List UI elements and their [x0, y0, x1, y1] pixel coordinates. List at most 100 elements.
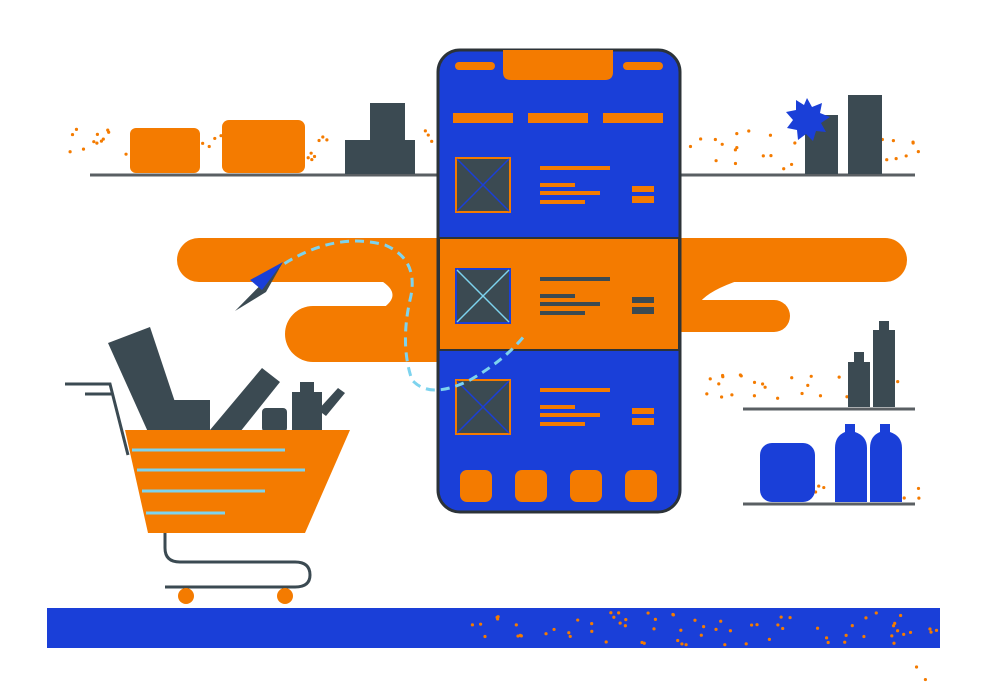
dot	[514, 623, 518, 627]
shopping-cart-icon	[65, 327, 350, 604]
dot	[890, 634, 894, 638]
dot	[612, 615, 616, 619]
dot	[817, 484, 821, 488]
dot	[843, 640, 847, 644]
dot	[705, 392, 709, 396]
cart-wheel	[277, 588, 293, 604]
dot	[776, 396, 780, 400]
dot	[885, 158, 889, 162]
dot	[693, 618, 697, 622]
price-tag	[632, 418, 654, 425]
price-tag	[632, 186, 654, 192]
cart-wheel	[178, 588, 194, 604]
dot	[790, 376, 794, 380]
dot	[776, 623, 780, 627]
dot	[717, 382, 721, 386]
dot	[201, 141, 205, 145]
dot	[325, 138, 329, 142]
dot	[618, 621, 622, 625]
orange-band	[177, 238, 907, 362]
product-row	[455, 379, 654, 435]
dot	[496, 615, 500, 619]
status-pill	[455, 62, 495, 70]
dot	[99, 139, 104, 143]
box-icon	[130, 120, 305, 173]
dot	[426, 133, 430, 137]
starburst-icon	[786, 98, 830, 141]
dot	[761, 382, 765, 386]
dot	[763, 385, 767, 389]
paper-plane-icon	[235, 262, 283, 311]
dot	[789, 162, 794, 167]
dot	[423, 129, 427, 133]
dot	[92, 140, 96, 144]
dot	[744, 642, 748, 646]
dot	[908, 630, 913, 635]
dot	[916, 149, 920, 154]
text-line	[540, 191, 600, 195]
dot	[604, 640, 608, 644]
dot	[892, 641, 896, 645]
dot	[470, 623, 475, 627]
dot	[552, 627, 556, 632]
status-pill	[623, 62, 663, 70]
placeholder-cross	[456, 380, 510, 434]
dot	[207, 144, 211, 149]
bottom-button	[625, 470, 657, 502]
text-line	[540, 311, 585, 315]
dot	[74, 127, 79, 131]
dot	[767, 637, 772, 641]
dot	[837, 375, 841, 379]
dot	[321, 135, 325, 139]
box-icon	[345, 103, 415, 174]
placeholder-cross	[456, 269, 510, 323]
dot	[688, 144, 693, 149]
dot	[699, 633, 703, 637]
text-line	[540, 166, 610, 170]
dot	[844, 633, 848, 637]
dot	[735, 145, 739, 150]
dot	[747, 129, 751, 133]
dot	[864, 616, 868, 620]
dot	[95, 141, 99, 145]
text-line	[540, 183, 575, 187]
decorative-dots	[68, 127, 921, 500]
dot	[671, 613, 676, 617]
dot	[213, 136, 217, 141]
dot	[822, 485, 826, 490]
text-line	[540, 388, 610, 392]
dot	[723, 643, 727, 647]
dot	[609, 611, 613, 615]
dot	[679, 628, 683, 632]
dot	[430, 139, 434, 143]
dot	[81, 147, 86, 151]
dot	[714, 627, 718, 631]
dot	[310, 157, 314, 162]
dot	[806, 383, 810, 387]
bottle-icon	[848, 321, 895, 407]
decorative-dots	[470, 611, 939, 682]
text-line	[540, 294, 575, 298]
dot	[902, 632, 906, 636]
dot	[713, 137, 717, 142]
dot	[312, 154, 317, 159]
dot	[809, 374, 813, 378]
dot	[219, 134, 223, 138]
dot	[755, 623, 759, 627]
text-line	[540, 413, 600, 417]
jar-icon	[760, 443, 815, 502]
floor-bar	[47, 608, 940, 648]
dot	[719, 619, 723, 623]
bottom-button	[570, 470, 602, 502]
dot	[818, 394, 823, 398]
dot	[676, 638, 680, 643]
dot	[309, 151, 313, 155]
text-line	[540, 302, 600, 306]
product-row	[455, 268, 654, 324]
dot	[800, 391, 804, 396]
dot	[640, 640, 644, 645]
dot	[752, 380, 757, 385]
phone-notch	[503, 50, 613, 80]
dot	[893, 621, 897, 625]
price-tag	[632, 307, 654, 314]
